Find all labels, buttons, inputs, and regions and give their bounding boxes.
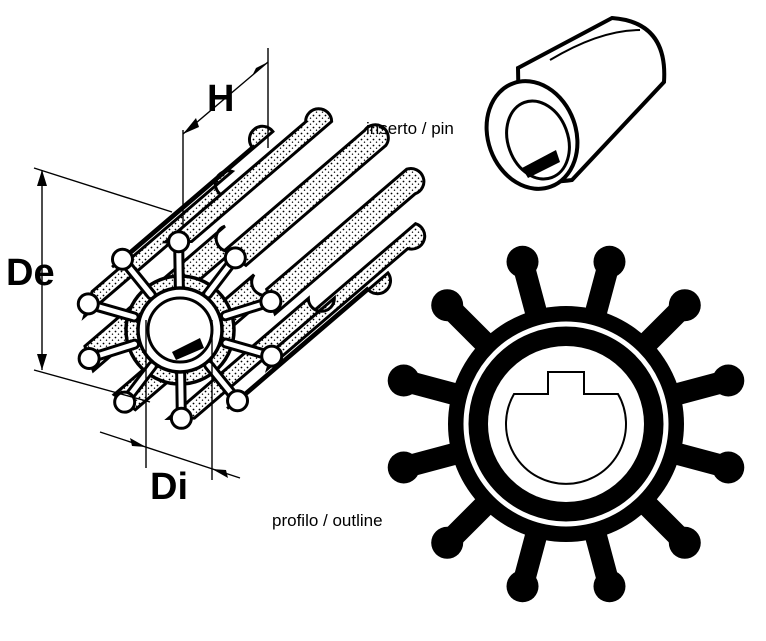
h-arrow-left [183,118,199,134]
inner-diameter-label: Di [150,466,188,508]
impeller-blade [161,107,334,244]
de-extension-top [33,167,173,213]
impeller-blade [111,124,275,269]
di-arrow-right [212,469,228,478]
outline-blade-tip [593,245,626,278]
impeller-blade-tip [113,390,137,414]
impeller-blade-tip [76,292,100,316]
outline-blade-tip [712,364,745,397]
outline-caption: profilo / outline [272,511,383,530]
de-arrow-bottom [37,354,47,370]
outline-keyway [505,371,627,485]
impeller-blade-tip [259,290,283,314]
height-label: H [207,78,235,120]
perspective-impeller [76,107,427,430]
outline-ring [463,321,669,527]
impeller-blade-tip [169,406,193,430]
outline-blade-tip [712,451,745,484]
impeller-blade-tip [77,346,101,370]
pin-caption: inserto / pin [366,119,454,138]
outline-blade-tip [506,245,539,278]
h-arrow-right [252,62,268,76]
pin-insert-drawing [484,15,667,191]
outline-blade-tip [593,570,626,603]
impeller-blade-tip [223,246,247,270]
di-arrow-left [130,438,146,447]
impeller-blade-tip [167,230,191,254]
impeller-blade-tip [110,247,134,271]
outline-blade-tip [387,451,420,484]
impeller-blade-tip [260,344,284,368]
impeller-blade [164,294,336,421]
outline-blade-tip [387,364,420,397]
outline-blade-tip [431,289,464,322]
impeller-blade [226,270,393,410]
impeller-blade [264,167,426,317]
outline-blade-tip [431,526,464,559]
de-arrow-top [37,170,47,186]
impeller-blade-tip [226,389,250,413]
outline-blade-tip [668,289,701,322]
de-extension-bottom [33,369,151,403]
outline-profile-drawing [387,245,745,603]
outline-blade-tip [506,570,539,603]
impeller-keyway [172,338,204,360]
impeller-blade [264,222,427,374]
outer-diameter-label: De [6,252,55,294]
dimension-lines [33,48,269,480]
impeller-blade [222,123,390,268]
outline-blade-tip [668,526,701,559]
